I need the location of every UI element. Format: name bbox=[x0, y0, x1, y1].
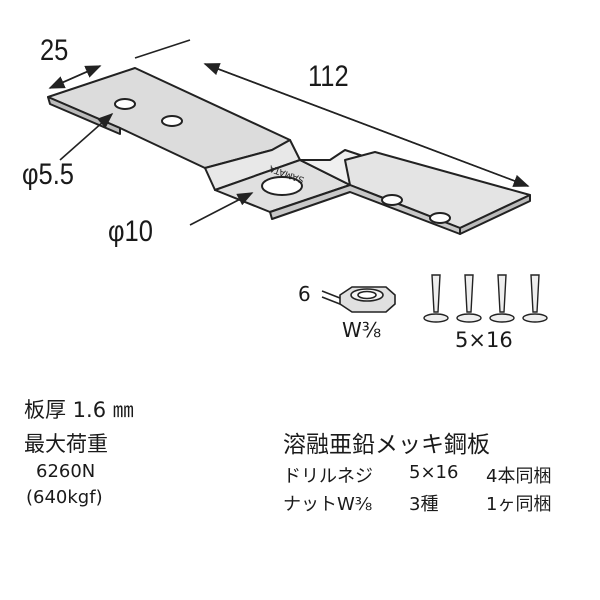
thickness-spec: 板厚 1.6 ㎜ bbox=[24, 398, 134, 422]
max-load-kgf: (640kgf) bbox=[26, 487, 103, 508]
screw-icon bbox=[456, 274, 482, 323]
item-size: 5×16 bbox=[409, 462, 459, 483]
nut-thickness-label: 6 bbox=[298, 282, 311, 306]
screw-icon bbox=[522, 274, 548, 323]
bracket-plate bbox=[47, 67, 531, 235]
contents-row: ナットW⅜ 3種 1ヶ同梱 bbox=[283, 490, 551, 516]
screw-size-label: 5×16 bbox=[455, 328, 513, 352]
holes bbox=[114, 98, 451, 224]
item-size: 3種 bbox=[409, 494, 439, 515]
width-dimension: 25 bbox=[40, 34, 69, 67]
max-load-n: 6260N bbox=[36, 461, 96, 482]
item-name: ナットW⅜ bbox=[283, 494, 373, 515]
small-hole-dimension: φ5.5 bbox=[22, 158, 74, 191]
item-qty: 4本同梱 bbox=[486, 466, 552, 487]
material-title: 溶融亜鉛メッキ鋼板 bbox=[283, 432, 490, 458]
contents-row: ドリルネジ 5×16 4本同梱 bbox=[283, 462, 551, 488]
large-hole-dimension: φ10 bbox=[108, 215, 153, 248]
screw-icon bbox=[489, 274, 515, 323]
item-name: ドリルネジ bbox=[283, 466, 373, 487]
nut-icon bbox=[339, 286, 396, 313]
nut-size-label: W⅜ bbox=[342, 318, 382, 342]
dimension-lines bbox=[48, 39, 530, 307]
screw-icons bbox=[423, 274, 548, 323]
length-dimension: 112 bbox=[308, 60, 349, 93]
max-load-label: 最大荷重 bbox=[24, 432, 108, 456]
screw-icon bbox=[423, 274, 449, 323]
item-qty: 1ヶ同梱 bbox=[486, 494, 552, 515]
